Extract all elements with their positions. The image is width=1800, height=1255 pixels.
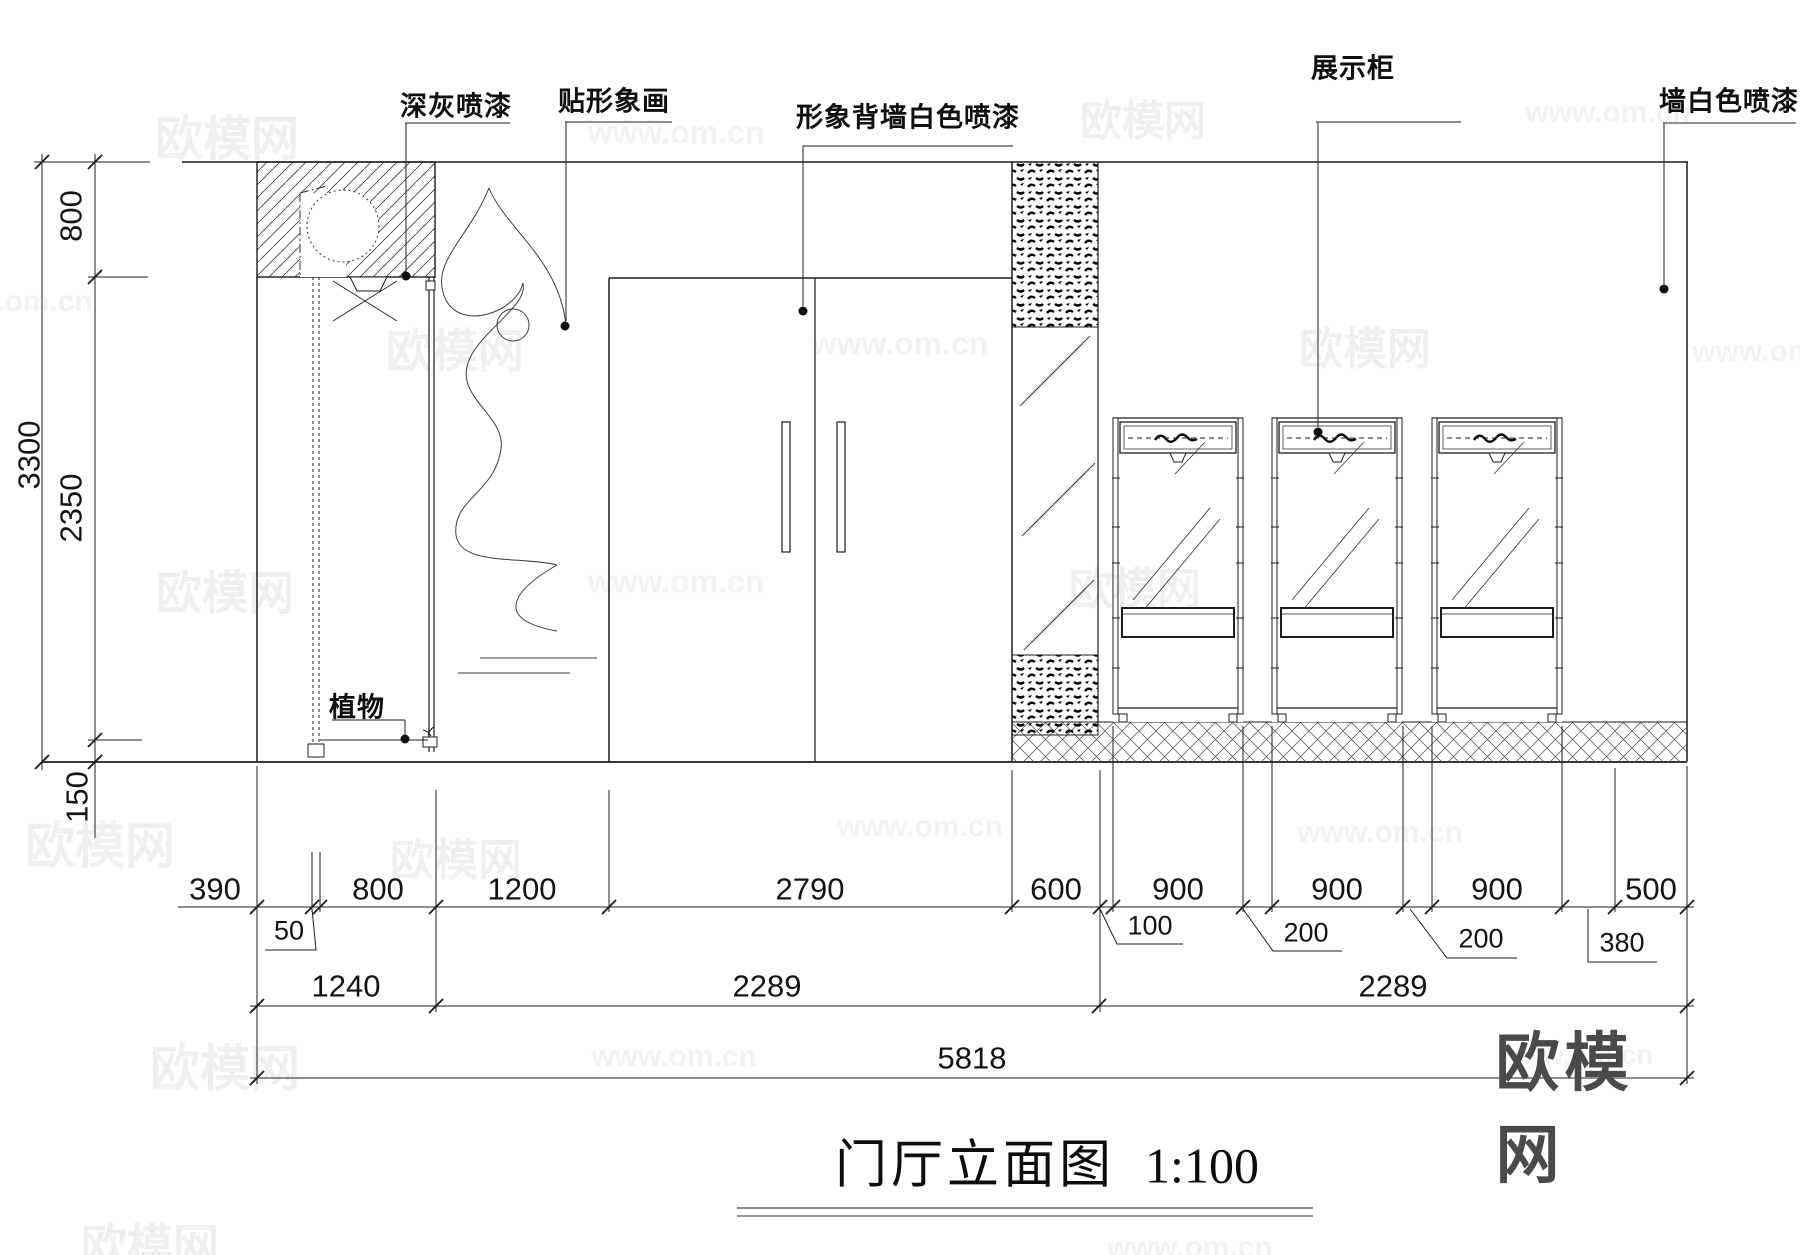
callout-wall-white-paint: 墙白色喷漆: [1659, 86, 1799, 117]
dim-row1: 900: [1311, 871, 1363, 907]
dim-offset: 380: [1599, 927, 1645, 958]
callout-feature-wall: 形象背墙白色喷漆: [796, 102, 1020, 133]
display-cabinet-1: [1112, 417, 1244, 723]
watermark-url: www.om.cn: [1297, 816, 1463, 849]
watermark-brand: 欧模网: [156, 567, 294, 619]
dim-height-seg: 2350: [53, 473, 89, 543]
watermark-url: www.om.cn: [587, 114, 765, 151]
callout-image-painting: 贴形象画: [558, 86, 670, 117]
dim-row2: 2289: [732, 968, 802, 1004]
watermark-brand: 欧模网: [1299, 325, 1431, 374]
door-handle-left: [781, 421, 791, 553]
dimension-lines: [34, 154, 1695, 1086]
dim-row1: 390: [189, 871, 241, 907]
callout-plant: 植物: [329, 692, 385, 723]
watermark-url: www.om.cn: [1525, 96, 1691, 129]
dim-row1: 2790: [775, 871, 845, 907]
dim-row1: 900: [1152, 871, 1204, 907]
watermark-brand: 欧模网: [1079, 97, 1207, 145]
drawing-title-text: 门厅立面图: [835, 1137, 1116, 1195]
door-handle-right: [836, 421, 846, 553]
callout-display-cabinet: 展示柜: [1311, 53, 1395, 84]
watermark-brand: 欧模网: [386, 325, 524, 377]
display-cabinet-2: [1271, 417, 1403, 723]
display-cabinet-3: [1431, 417, 1563, 723]
watermark-url: www.om.cn: [591, 1040, 757, 1073]
dim-row2: 2289: [1358, 968, 1428, 1004]
dim-row1: 600: [1030, 871, 1082, 907]
cabinet-logo-mark: [1153, 433, 1198, 443]
watermark-brand: 欧模网: [25, 818, 175, 874]
dim-row1: 800: [352, 871, 404, 907]
mirror-column: [1011, 161, 1099, 762]
drawing-scale-label: 1:100: [1145, 1137, 1259, 1194]
dim-overall-width: 5818: [937, 1040, 1007, 1076]
dimension-ticks: [34, 154, 1695, 1086]
watermark-url: www.om.cn: [587, 563, 765, 600]
watermark-url: www.om.cn: [1107, 1231, 1273, 1255]
drawing-title: 门厅立面图 1:100: [835, 1123, 1259, 1198]
watermark-url: www.om.cn: [1692, 335, 1800, 368]
watermark-brand: 欧模网: [1069, 565, 1201, 614]
dim-row2: 1240: [311, 968, 381, 1004]
site-logo: 欧模网: [1495, 1027, 1634, 1191]
watermark-url: www.om.cn: [0, 285, 93, 318]
callout-leaders: [320, 121, 1796, 744]
callout-dark-gray-paint: 深灰喷漆: [400, 91, 512, 122]
dim-row1: 500: [1625, 871, 1677, 907]
dim-offset: 50: [273, 915, 305, 946]
dim-row1: 1200: [487, 871, 557, 907]
watermark-brand: 欧模网: [150, 1041, 300, 1097]
dim-height-seg: 150: [59, 771, 95, 823]
watermark-url: www.om.cn: [1498, 1039, 1654, 1070]
dim-offset: 200: [1283, 917, 1329, 948]
dim-overall-height: 3300: [11, 420, 47, 490]
watermark-brand: 欧模网: [81, 1220, 219, 1255]
watermark-brand: 欧模网: [154, 113, 300, 166]
title-rule: [737, 1207, 1313, 1217]
double-door: [608, 277, 1012, 762]
entry-frame-posts: [307, 276, 438, 758]
downlight-icon: [306, 189, 380, 263]
dim-row1: 900: [1471, 871, 1523, 907]
watermark-url: www.om.cn: [811, 325, 989, 362]
watermark-brand: 欧模网: [390, 836, 522, 885]
dim-offset: 100: [1127, 910, 1173, 941]
dim-height-seg: 800: [53, 190, 89, 242]
ceiling-bulkhead: [256, 161, 436, 278]
cabinet-logo-mark: [1312, 433, 1357, 443]
artwork-squiggle: [440, 187, 597, 674]
watermark-url: www.om.cn: [837, 810, 1003, 843]
dim-offset: 200: [1458, 923, 1504, 954]
cabinet-logo-mark: [1472, 433, 1517, 443]
